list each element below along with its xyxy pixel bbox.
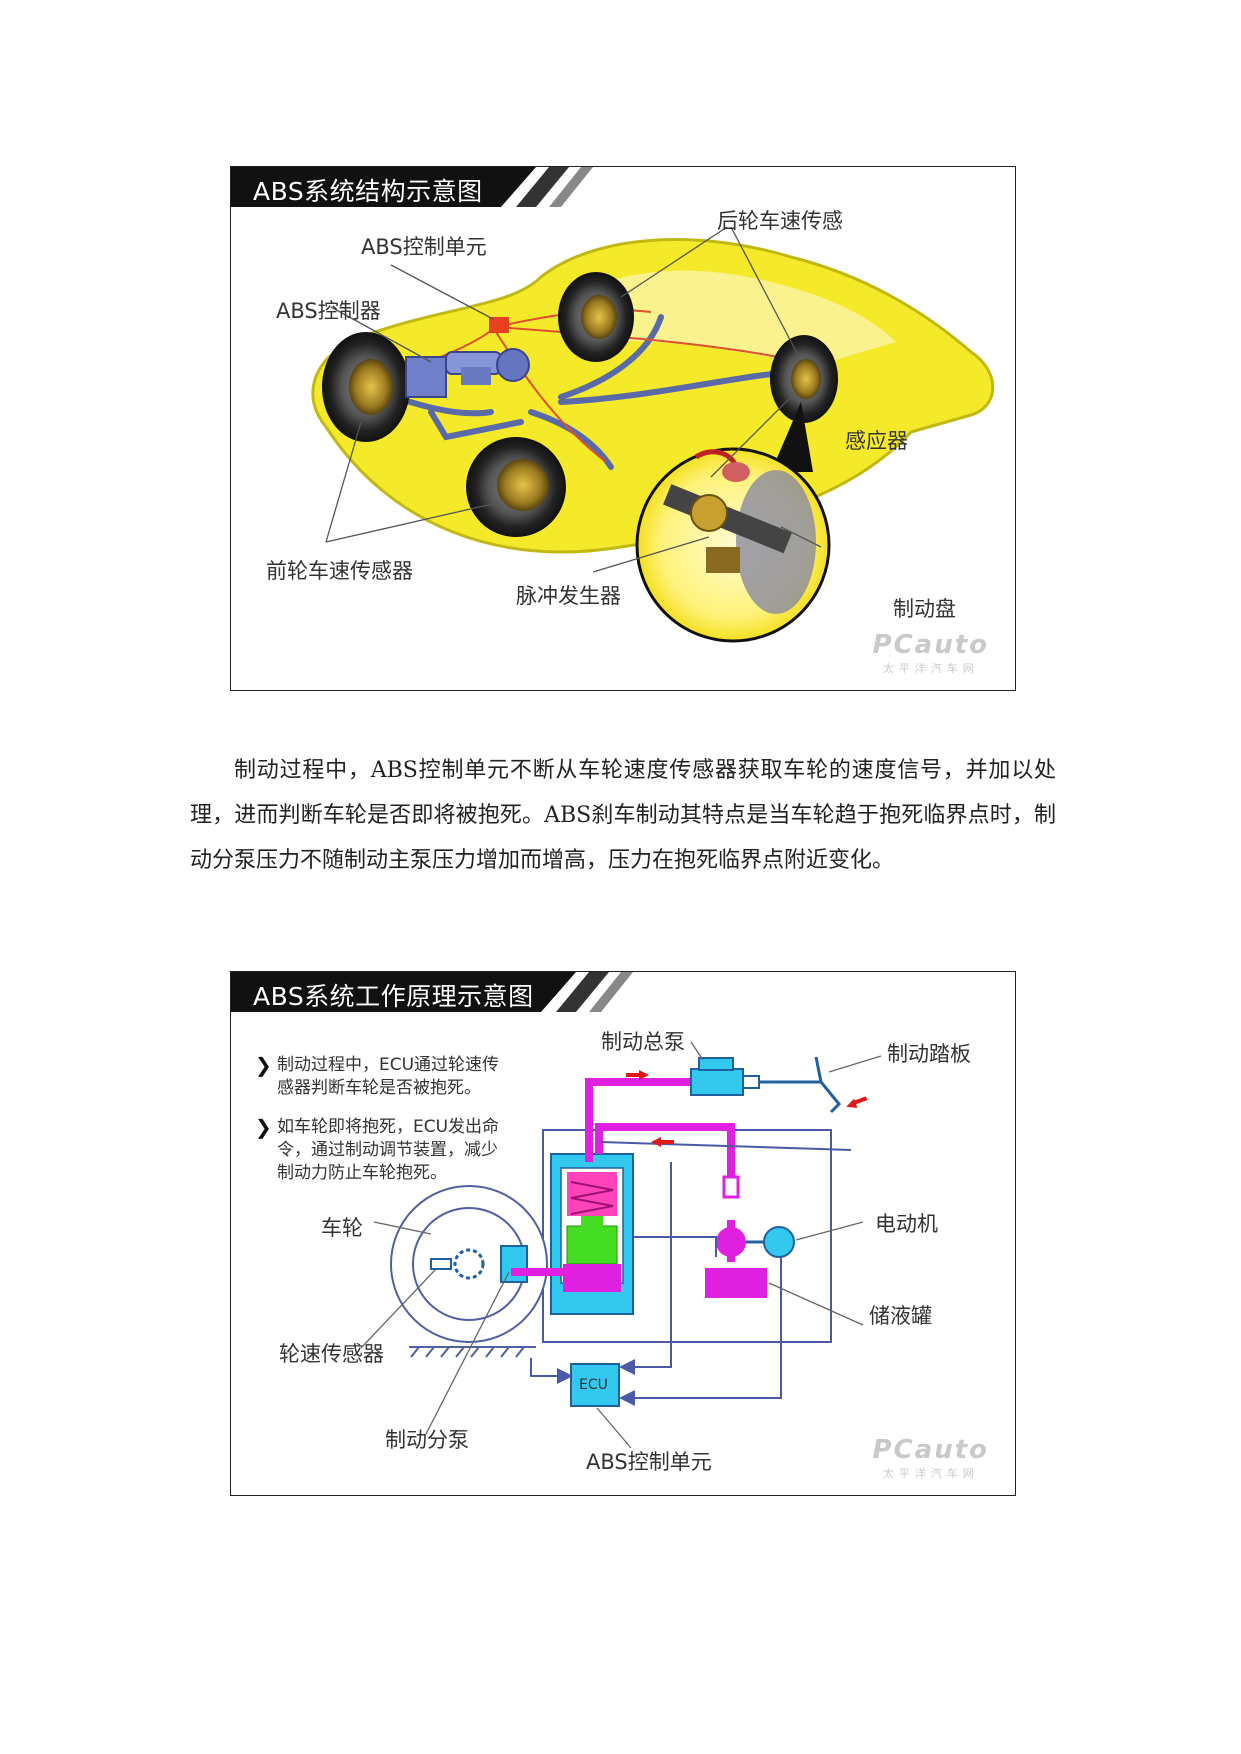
note-1-line-1: 制动过程中，ECU通过轮速传 — [277, 1055, 500, 1075]
label-wheel: 车轮 — [321, 1216, 363, 1240]
abs-structure-figure: ABS系统结构示意图 后轮车速传感 ABS控制单元 ABS控制器 感应器 前轮车… — [230, 166, 1016, 691]
title-bar-stripe — [549, 167, 593, 207]
chevron-right-icon: ❯ — [255, 1115, 272, 1139]
wheel-assembly — [390, 1185, 548, 1343]
abs-structure-diagram — [231, 167, 995, 643]
note-1: ❯ 制动过程中，ECU通过轮速传 感器判断车轮是否被抱死。 — [255, 1054, 500, 1100]
label-rear-wheel-sensor: 后轮车速传感 — [717, 209, 843, 233]
label-ecu: ECU — [579, 1377, 608, 1393]
control-lines — [530, 1141, 852, 1406]
chevron-right-icon: ❯ — [255, 1053, 272, 1077]
figure1-title: ABS系统结构示意图 — [253, 177, 483, 206]
ecu-box — [570, 1363, 620, 1407]
abs-principle-figure: ABS系统工作原理示意图 ❯ 制动过程中，ECU通过轮速传 感器判断车轮是否被抱… — [230, 971, 1016, 1496]
label-wheel-speed-sensor: 轮速传感器 — [279, 1342, 384, 1366]
check-valve — [722, 1175, 740, 1199]
figure2-title: ABS系统工作原理示意图 — [253, 982, 534, 1011]
note-2-line-1: 如车轮即将抱死，ECU发出命 — [277, 1117, 500, 1137]
rear-left-wheel — [558, 272, 634, 362]
watermark: PCauto 太平洋汽车网 — [873, 1435, 989, 1481]
watermark-brand: PCauto — [872, 630, 989, 660]
label-brake-disc: 制动盘 — [893, 597, 956, 621]
pressure-regulator — [550, 1153, 634, 1315]
zoom-detail — [663, 449, 816, 614]
title-bar-bg — [231, 972, 576, 1012]
label-master-cylinder: 制动总泵 — [601, 1030, 685, 1054]
figure2-title-bar: ABS系统工作原理示意图 — [231, 972, 1015, 1016]
abs-principle-diagram — [231, 972, 882, 1449]
rear-right-wheel — [770, 335, 838, 423]
figure1-title-bar: ABS系统结构示意图 — [231, 167, 1015, 211]
leader-lines — [360, 1041, 882, 1449]
label-abs-control-unit: ABS控制单元 — [586, 1450, 712, 1474]
ground-hatch — [409, 1346, 536, 1358]
title-bar-stripe — [516, 167, 569, 207]
body-paragraph: 制动过程中，ABS控制单元不断从车轮速度传感器获取车轮的速度信号，并加以处理，进… — [190, 758, 1056, 873]
label-wheel-cylinder: 制动分泵 — [385, 1428, 469, 1452]
label-front-wheel-sensor: 前轮车速传感器 — [266, 559, 413, 583]
title-bar-stripe — [556, 972, 609, 1012]
watermark-brand: PCauto — [872, 1435, 989, 1465]
abs-controller-block — [405, 348, 530, 398]
pump — [716, 1227, 746, 1257]
front-right-wheel — [466, 437, 566, 537]
brake-pedal — [759, 1056, 842, 1114]
watermark-sub: 太平洋汽车网 — [882, 662, 979, 675]
label-abs-controller: ABS控制器 — [276, 299, 381, 323]
flow-arrows — [626, 1070, 868, 1147]
note-2-line-2: 令，通过制动调节装置，减少 — [277, 1140, 498, 1160]
note-1-line-2: 感器判断车轮是否被抱死。 — [277, 1078, 481, 1098]
electric-motor — [763, 1226, 795, 1258]
watermark-sub: 太平洋汽车网 — [882, 1467, 979, 1480]
title-bar-bg — [231, 167, 536, 207]
label-pulse-generator: 脉冲发生器 — [516, 584, 621, 608]
note-2: ❯ 如车轮即将抱死，ECU发出命 令，通过制动调节装置，减少 制动力防止车轮抱死… — [255, 1116, 500, 1185]
label-sensor: 感应器 — [845, 429, 908, 453]
title-bar-stripe — [589, 972, 633, 1012]
zoom-pointer — [771, 402, 813, 472]
label-reservoir: 储液罐 — [869, 1304, 932, 1328]
label-brake-pedal: 制动踏板 — [887, 1042, 971, 1066]
front-left-wheel — [322, 332, 410, 442]
abs-control-unit-block — [489, 317, 509, 333]
note-2-line-3: 制动力防止车轮抱死。 — [277, 1163, 447, 1183]
master-cylinder — [690, 1057, 760, 1096]
fluid-reservoir — [705, 1268, 767, 1298]
leader-lines — [325, 226, 822, 573]
watermark: PCauto 太平洋汽车网 — [873, 630, 989, 676]
label-abs-control-unit: ABS控制单元 — [361, 235, 487, 259]
label-motor: 电动机 — [875, 1212, 938, 1236]
